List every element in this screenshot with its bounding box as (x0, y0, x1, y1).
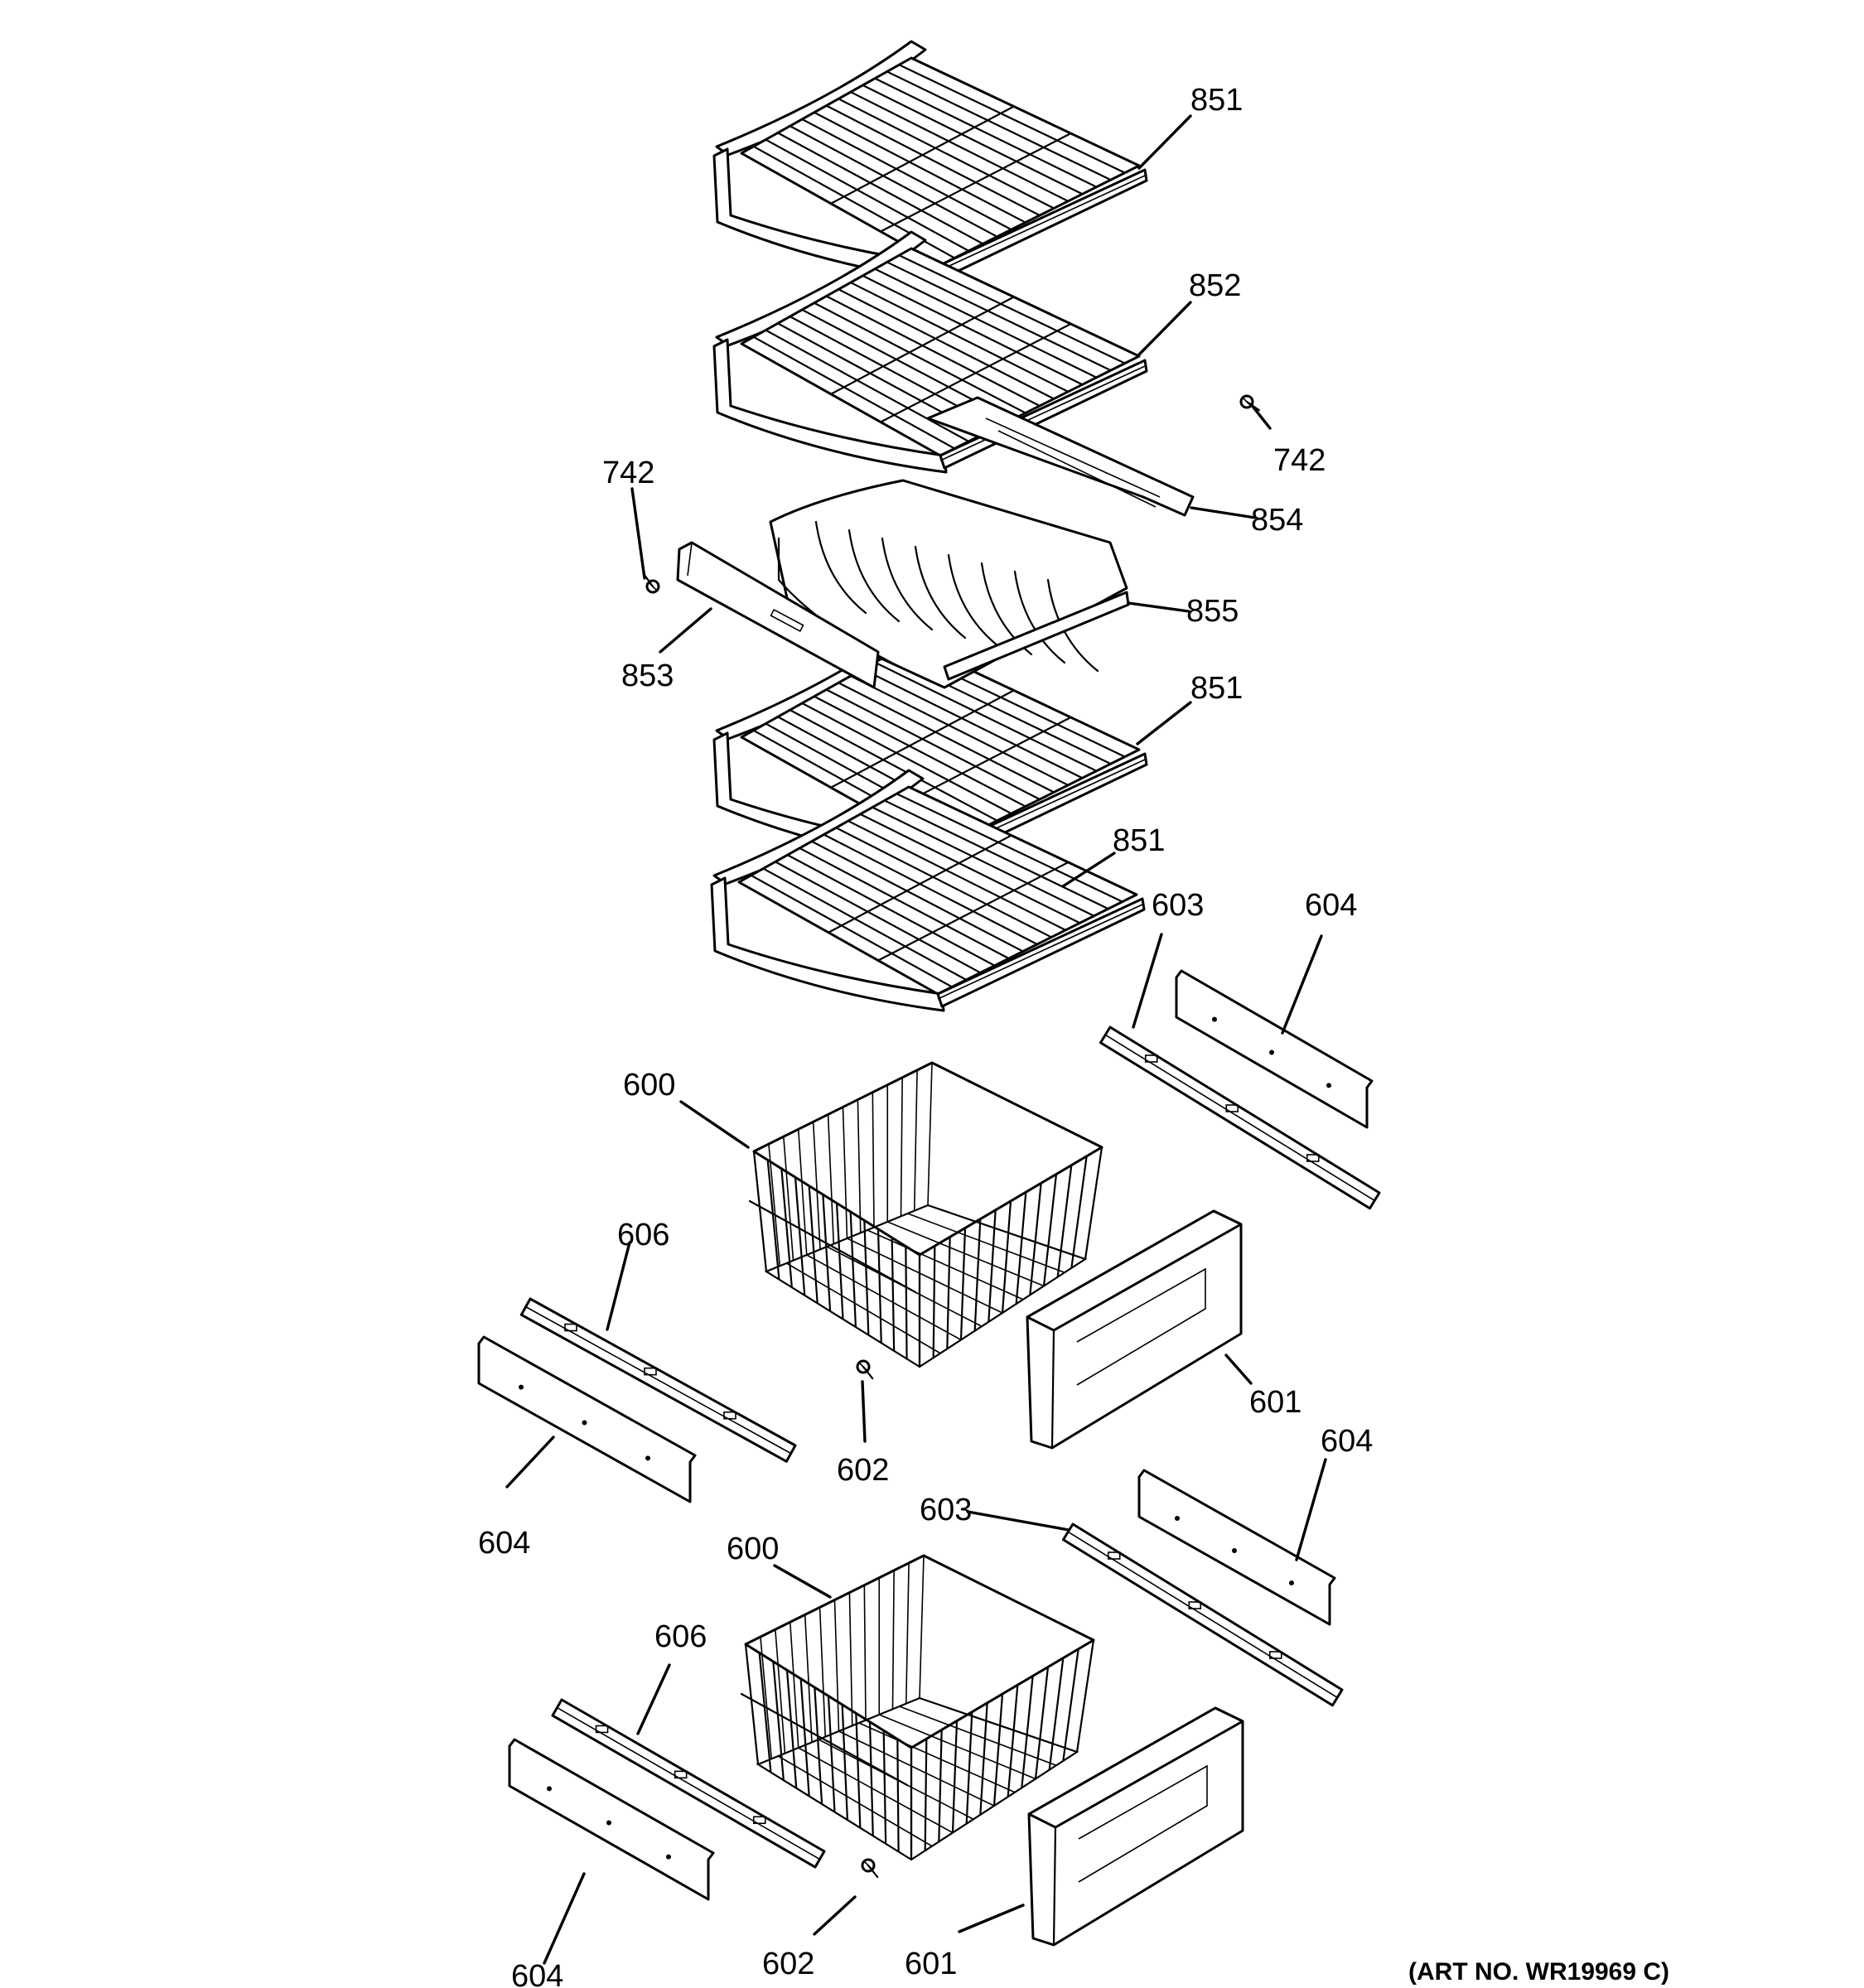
crisper-cover-drawing (676, 541, 880, 689)
leader-line (1190, 506, 1257, 519)
callout-601: 601 (905, 1947, 957, 1981)
shelf-drawing (712, 230, 1148, 474)
leader-line (1132, 933, 1163, 1029)
screw-drawing (1239, 394, 1260, 412)
leader-line (505, 1436, 555, 1489)
wire-basket-drawing (748, 1061, 1103, 1368)
callout-labels: 851 852 742 854 742 855 853 851 851 603 … (478, 83, 1373, 1988)
drawer-slide-drawing (1099, 1025, 1381, 1210)
leader-line (1137, 114, 1192, 170)
callout-854: 854 (1251, 503, 1303, 538)
callout-851: 851 (1113, 823, 1165, 858)
leader-line (966, 1510, 1070, 1532)
deli-bin-drawing (769, 479, 1130, 689)
drawer-slide-drawing (551, 1698, 826, 1869)
drawer-slide-drawing (1061, 1522, 1344, 1707)
drawer-front-drawing (1027, 1706, 1244, 1947)
callout-604: 604 (1305, 888, 1357, 923)
callout-852: 852 (1189, 268, 1241, 303)
leader-line (1295, 1458, 1327, 1561)
callout-602: 602 (762, 1947, 814, 1981)
leader-line (1224, 1353, 1253, 1385)
leader-line (630, 487, 646, 580)
wire-basket-drawing (740, 1554, 1095, 1861)
part-drawings (477, 40, 1381, 1947)
mounting-rail-drawing (1175, 969, 1374, 1129)
drawer-front-drawing (1026, 1209, 1243, 1450)
mounting-rail-drawing (1137, 1469, 1336, 1626)
callout-853: 853 (621, 659, 674, 693)
leader-line (861, 1380, 867, 1443)
mounting-rail-drawing (508, 1738, 715, 1901)
mounting-rail-drawing (477, 1335, 697, 1503)
leader-line (813, 1895, 857, 1936)
callout-604: 604 (511, 1959, 563, 1988)
leader-line (636, 1663, 671, 1735)
leader-line (606, 1241, 631, 1331)
leader-line (679, 1100, 750, 1149)
callout-604: 604 (1321, 1424, 1373, 1459)
leader-line (1281, 934, 1323, 1035)
callout-851: 851 (1190, 671, 1243, 706)
callout-603: 603 (1152, 888, 1204, 923)
art-number: (ART NO. WR19969 C) (1408, 1958, 1669, 1986)
callout-601: 601 (1249, 1385, 1301, 1420)
screw-drawing (856, 1359, 874, 1380)
callout-742: 742 (602, 456, 654, 490)
leader-lines (505, 114, 1327, 1965)
screw-drawing (643, 573, 660, 594)
callout-742: 742 (1273, 443, 1326, 478)
shelf-rail-drawing (926, 396, 1195, 517)
leader-line (1061, 852, 1116, 888)
callout-600: 600 (623, 1068, 675, 1103)
leader-line (1136, 701, 1192, 746)
callout-602: 602 (837, 1453, 889, 1488)
callout-603: 603 (920, 1493, 972, 1527)
shelf-drawing (710, 769, 1146, 1012)
callout-604: 604 (478, 1526, 530, 1561)
callout-606: 606 (654, 1619, 707, 1654)
leader-line (659, 607, 712, 654)
leader-line (543, 1872, 586, 1965)
leader-line (1137, 301, 1192, 356)
leader-line (1127, 601, 1190, 613)
leader-line (773, 1564, 832, 1599)
shelf-drawing (712, 40, 1148, 283)
callout-600: 600 (727, 1532, 779, 1566)
screw-drawing (861, 1858, 879, 1879)
callout-851: 851 (1190, 83, 1243, 118)
callout-855: 855 (1186, 594, 1239, 629)
drawer-slide-drawing (519, 1297, 797, 1463)
leader-line (958, 1904, 1025, 1933)
leader-line (1249, 403, 1272, 430)
callout-606: 606 (617, 1218, 669, 1252)
